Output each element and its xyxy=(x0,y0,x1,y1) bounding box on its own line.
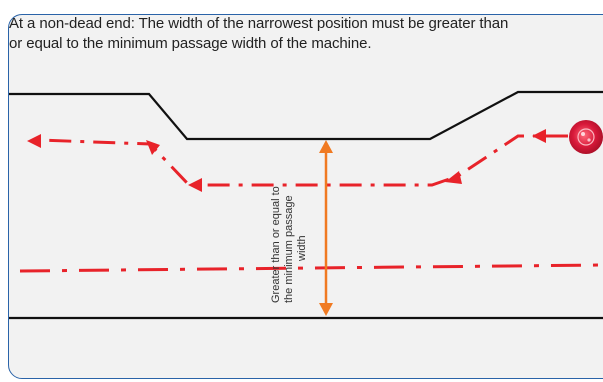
arrowhead-icon xyxy=(445,171,462,184)
dimension-arrow xyxy=(319,140,333,316)
dimension-label-line-1: Greater than or equal to xyxy=(270,186,282,303)
arrowhead-icon xyxy=(532,129,546,143)
dimension-label-line-2: the minimum passage xyxy=(283,195,295,303)
upper-travel-path xyxy=(37,134,568,187)
dimension-label: Greater than or equal to the minimum pas… xyxy=(270,186,308,303)
caption: At a non-dead end: The width of the narr… xyxy=(9,14,603,54)
dimension-label-line-3: width xyxy=(296,235,308,262)
caption-line-1: At a non-dead end: The width of the narr… xyxy=(9,15,509,32)
caption-line-2: or equal to the minimum passage width of… xyxy=(9,35,372,52)
lower-travel-path xyxy=(19,263,603,273)
top-wall xyxy=(9,90,603,141)
arrowhead-icon xyxy=(188,178,202,192)
robot-icon xyxy=(569,120,603,154)
arrowhead-icon xyxy=(146,140,160,155)
arrowhead-icon xyxy=(27,134,41,148)
